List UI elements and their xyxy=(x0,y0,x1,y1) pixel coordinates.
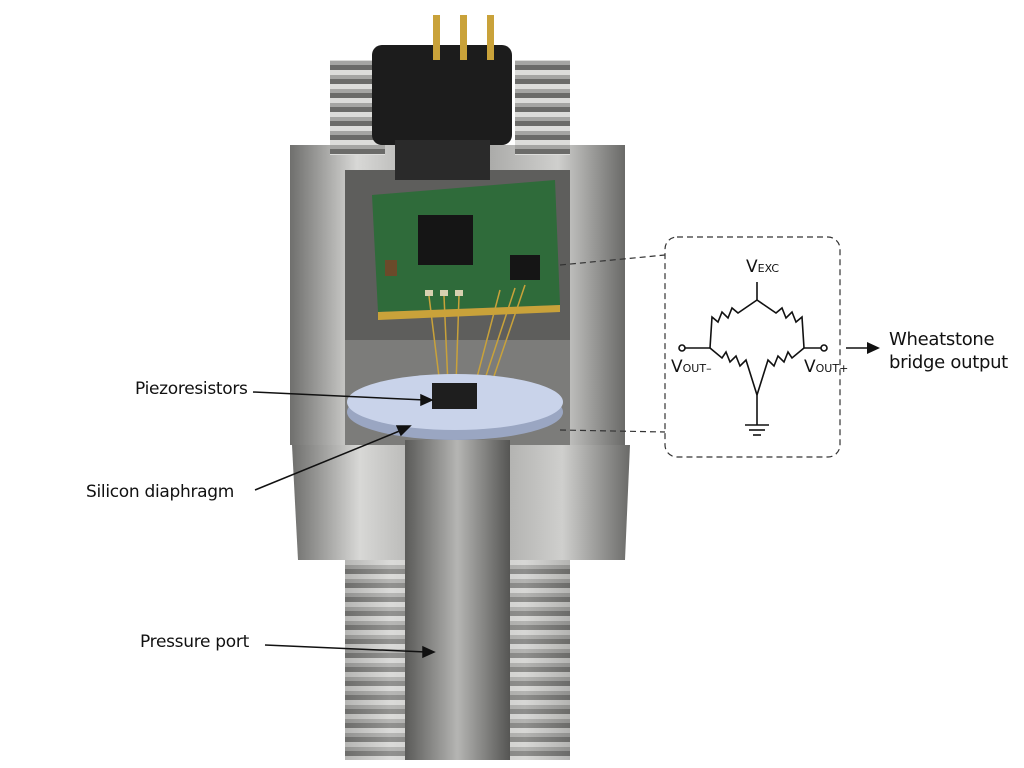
bond-wires xyxy=(428,284,526,386)
bridge-output-line1: Wheatstone xyxy=(889,329,995,350)
label-pressure-port: Pressure port xyxy=(140,632,249,652)
vout-plus-main: V xyxy=(804,357,816,377)
leader-arrows xyxy=(252,391,436,659)
label-vexc: VEXC xyxy=(746,257,779,277)
label-vout-minus: VOUT– xyxy=(671,357,712,377)
vout-minus-main: V xyxy=(671,357,683,377)
connector xyxy=(372,15,512,180)
label-bridge-output: Wheatstone bridge output xyxy=(889,328,1008,374)
silicon-diaphragm xyxy=(347,374,563,440)
pressure-port-bore xyxy=(405,440,510,760)
vexc-sub: EXC xyxy=(757,262,780,275)
vout-plus-sub: OUT+ xyxy=(815,362,849,375)
output-arrow xyxy=(846,342,880,354)
circuit-callout-box xyxy=(559,236,841,458)
pcb xyxy=(372,180,560,320)
piezoresistor-chip xyxy=(432,383,477,409)
label-vout-plus: VOUT+ xyxy=(804,357,848,377)
wheatstone-bridge xyxy=(678,282,828,436)
label-silicon-diaphragm: Silicon diaphragm xyxy=(86,482,235,502)
vout-minus-sub: OUT– xyxy=(682,362,712,375)
bridge-output-line2: bridge output xyxy=(889,352,1008,373)
label-piezoresistors: Piezoresistors xyxy=(135,379,248,399)
vexc-main: V xyxy=(746,257,758,277)
